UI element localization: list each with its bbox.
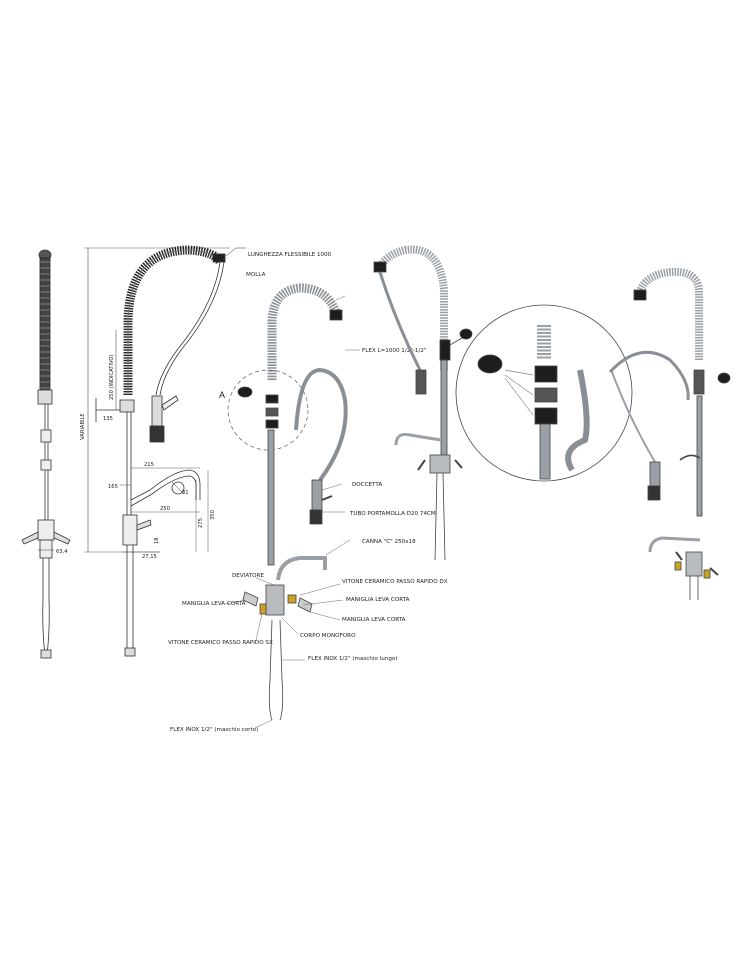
front-view-handle-left xyxy=(21,531,39,545)
exploded-cartridge-right xyxy=(287,594,297,604)
side-view-flex-hose xyxy=(155,261,221,396)
side-view-spout xyxy=(130,469,201,501)
label-deviatore: DEVIATORE xyxy=(232,573,264,579)
label-canna: CANNA "C" 250x18 xyxy=(362,539,416,545)
front-view: 63,4 xyxy=(21,249,71,659)
detail-zoom-circle xyxy=(455,304,633,482)
dim-250-indicativo: 250 (INDICATIVO) xyxy=(109,354,115,400)
label-flex-lunghi: FLEX INOX 1/2" (maschio lungo) xyxy=(308,656,397,662)
label-molla: MOLLA xyxy=(246,272,266,278)
front-view-handle-right xyxy=(53,531,71,545)
side-view-flex-hoses xyxy=(126,545,134,650)
side-view-body xyxy=(122,514,138,546)
front-view-body xyxy=(37,519,55,541)
front-view-clamp xyxy=(37,389,53,405)
assembled-view xyxy=(373,245,473,561)
label-maniglia-2: MANIGLIA LEVA CORTA xyxy=(346,597,410,603)
side-view-spray-head xyxy=(149,395,179,443)
right-flex-hose xyxy=(608,350,690,401)
dim-27-15: 27,15 xyxy=(142,554,157,560)
exploded-cartridge-left xyxy=(259,603,267,615)
right-exploded-view xyxy=(608,267,731,600)
exploded-spout xyxy=(276,556,327,581)
label-lunghezza: LUNGHEZZA FLESSIBILE 1000 xyxy=(248,252,332,258)
exploded-spring xyxy=(267,283,341,380)
assembled-flex-hose xyxy=(378,271,422,371)
assembled-spout xyxy=(394,433,442,446)
exploded-view: A xyxy=(219,283,360,729)
dim-275: 275 xyxy=(198,518,204,528)
front-view-flex-hoses xyxy=(42,558,50,656)
exploded-flex-hoses xyxy=(268,619,284,721)
assembled-spring xyxy=(376,245,448,370)
exploded-handle-left xyxy=(242,591,259,607)
exploded-flex-hose xyxy=(294,367,348,482)
exploded-handle-right xyxy=(297,597,313,613)
label-doccetta: DOCCETTA xyxy=(352,482,382,488)
label-vitone-dx: VITONE CERAMICO PASSO RAPIDO DX xyxy=(342,579,448,585)
detail-a-label: A xyxy=(219,390,225,400)
side-view-spring xyxy=(123,245,225,395)
exploded-tube xyxy=(267,429,275,566)
dim-215: 215 xyxy=(144,462,154,468)
detail-zoom xyxy=(455,304,633,482)
dim-variabile: VARIABILE xyxy=(80,413,86,440)
dim-135: 135 xyxy=(103,416,113,422)
label-corpo: CORPO MONOFORO xyxy=(300,633,356,639)
dim-81: 81 xyxy=(182,490,189,496)
label-maniglia-1: MANIGLIA LEVA CORTA xyxy=(182,601,246,607)
dim-165: 165 xyxy=(108,484,118,490)
dim-63-4: 63,4 xyxy=(56,549,68,555)
side-view: VARIABILE 135 250 (INDICATIVO) 81 xyxy=(80,245,246,657)
dim-18: 18 xyxy=(154,537,160,544)
label-tubo-portamolla: TUBO PORTAMOLLA D20 74CM xyxy=(349,511,436,517)
exploded-spray xyxy=(311,479,323,511)
label-flex-corti: FLEX INOX 1/2" (maschio corto) xyxy=(170,727,258,733)
label-maniglia-3: MANIGLIA LEVA CORTA xyxy=(342,617,406,623)
front-view-spring xyxy=(39,257,51,399)
detail-circle-a xyxy=(227,369,309,451)
dim-250: 250 xyxy=(160,506,170,512)
exploded-body xyxy=(265,584,285,616)
right-spring xyxy=(636,267,703,360)
label-flex-l1000: FLEX L=1000 1/2"-1/2" xyxy=(362,348,427,354)
dim-350: 350 xyxy=(210,510,216,520)
label-vitone-sx: VITONE CERAMICO PASSO RAPIDO SX xyxy=(168,640,273,646)
